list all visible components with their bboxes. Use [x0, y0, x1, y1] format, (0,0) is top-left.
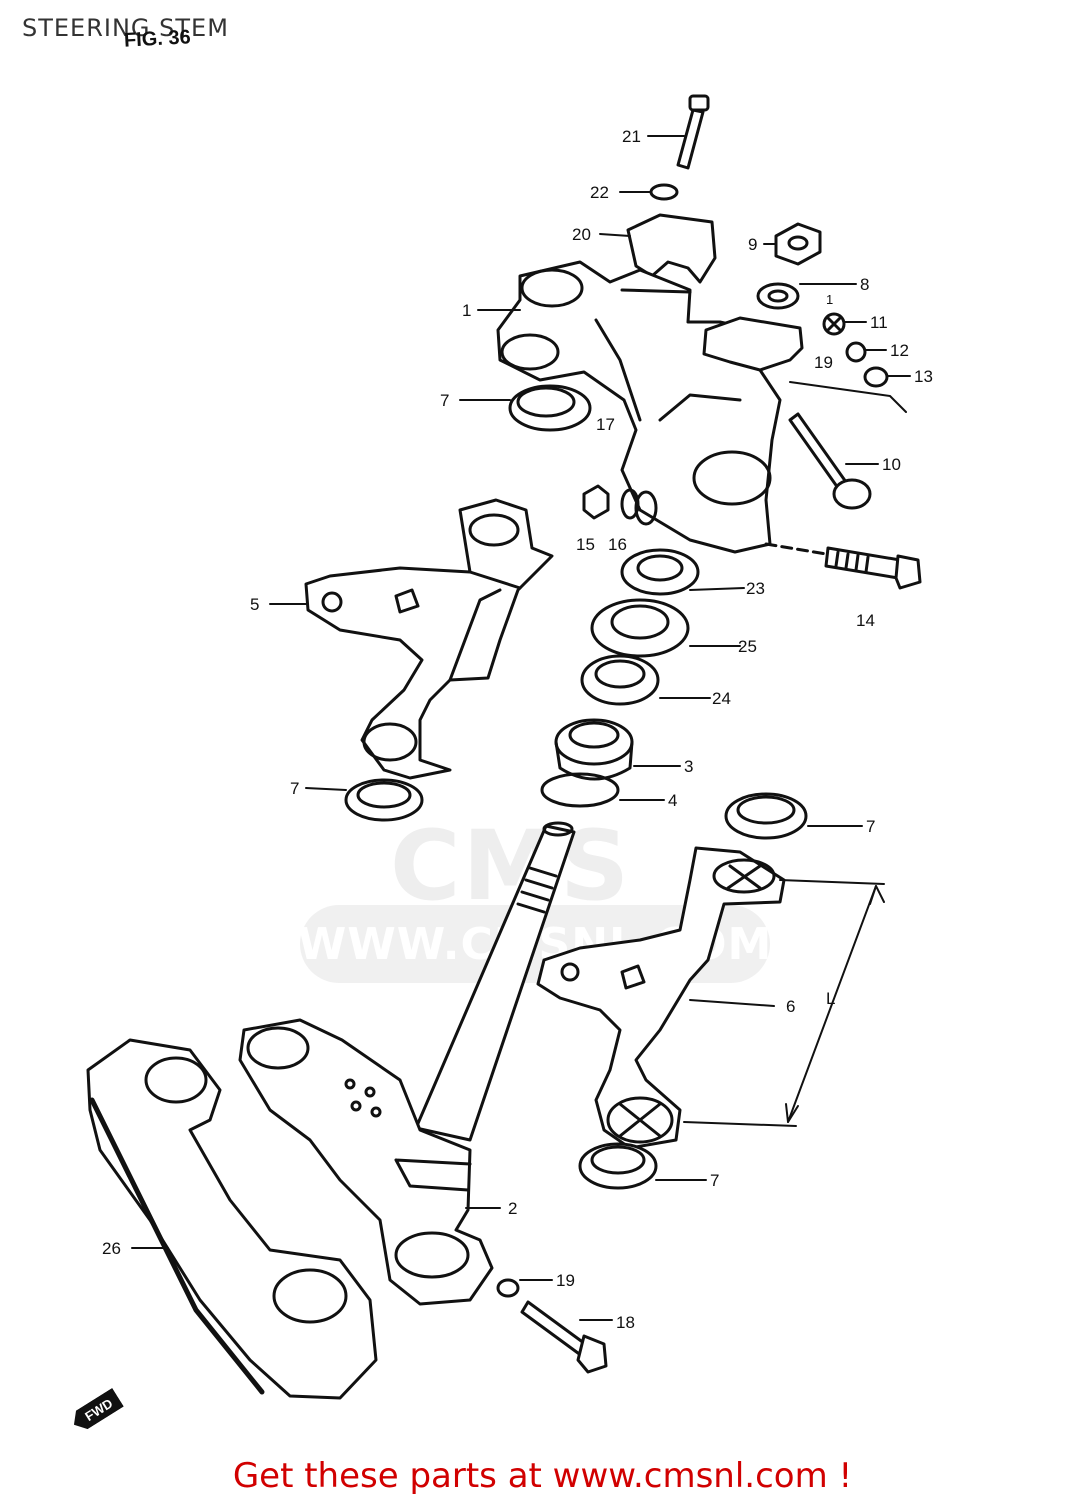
callout-12: 12: [890, 341, 909, 360]
part-19-clamp: [702, 316, 804, 372]
callout-6: 6: [786, 997, 795, 1016]
callout-2: 2: [508, 1199, 517, 1218]
part-2-lower-bracket: [238, 1018, 494, 1306]
leader-lines: [131, 135, 911, 1321]
callout-19-upper: 19: [814, 353, 833, 372]
callout-26: 26: [102, 1239, 121, 1258]
callout-20: 20: [572, 225, 591, 244]
callout-1-right: 1: [826, 292, 833, 307]
part-3-bearing: [554, 718, 634, 781]
callout-3: 3: [684, 757, 693, 776]
callout-16: 16: [608, 535, 627, 554]
part-19-lower: [496, 1278, 520, 1298]
footer-link-text[interactable]: Get these parts at www.cmsnl.com !: [232, 1456, 853, 1496]
callout-17: 17: [596, 415, 615, 434]
part-13: [863, 366, 889, 388]
page-title: STEERING STEM: [22, 14, 229, 42]
callout-11: 11: [870, 313, 888, 332]
callout-7-right-top: 7: [866, 817, 875, 836]
callout-21: 21: [622, 127, 641, 146]
part-25-bearing: [590, 598, 690, 658]
part-7-cushion-right-bottom: [578, 1142, 658, 1190]
callout-18: 18: [616, 1313, 635, 1332]
callout-5: 5: [250, 595, 259, 614]
part-14-bolt: [824, 546, 922, 590]
callout-7-upper: 7: [440, 391, 449, 410]
callout-23: 23: [746, 579, 765, 598]
callout-19-lower: 19: [556, 1271, 575, 1290]
watermark-logo: CMS: [390, 810, 632, 922]
exploded-parts-diagram: 21 22 20 9 8 1 1 11 12 13 19 7 17 10 15 …: [86, 94, 933, 1400]
callout-7-right-bottom: 7: [710, 1171, 719, 1190]
part-23-seal: [620, 548, 700, 596]
part-9-nut: [774, 222, 822, 266]
callout-22: 22: [590, 183, 609, 202]
part-12: [845, 341, 867, 363]
part-24-race: [580, 654, 660, 706]
callout-4: 4: [668, 791, 677, 810]
callout-25: 25: [738, 637, 757, 656]
callout-labels: 21 22 20 9 8 1 1 11 12 13 19 7 17 10 15 …: [102, 127, 933, 1332]
part-10-bolt: [788, 412, 872, 510]
part-7-cushion-left: [344, 778, 424, 822]
part-26-guard: [86, 1038, 378, 1400]
callout-15: 15: [576, 535, 595, 554]
part-7-cushion-upper: [508, 384, 592, 432]
callout-24: 24: [712, 689, 731, 708]
callout-1-left: 1: [462, 301, 471, 320]
part-22-washer: [649, 183, 679, 201]
part-stem-shaft: [414, 821, 576, 1142]
part-16-washer: [620, 488, 640, 520]
callout-9: 9: [748, 235, 757, 254]
callout-L: L: [826, 989, 835, 1008]
part-6-bracket-right: [536, 846, 786, 1150]
part-5-bracket-left: [304, 498, 554, 780]
callout-14: 14: [856, 611, 875, 630]
part-21-bolt: [676, 94, 710, 170]
callout-8: 8: [860, 275, 869, 294]
callout-13: 13: [914, 367, 933, 386]
callout-7-left: 7: [290, 779, 299, 798]
part-15-nut: [582, 484, 610, 520]
part-4-race: [540, 772, 620, 808]
part-7-cushion-right-top: [724, 792, 808, 840]
part-8-washer: [756, 282, 800, 310]
part-18-bolt: [520, 1300, 608, 1374]
dimension-L: [683, 879, 885, 1127]
callout-10: 10: [882, 455, 901, 474]
